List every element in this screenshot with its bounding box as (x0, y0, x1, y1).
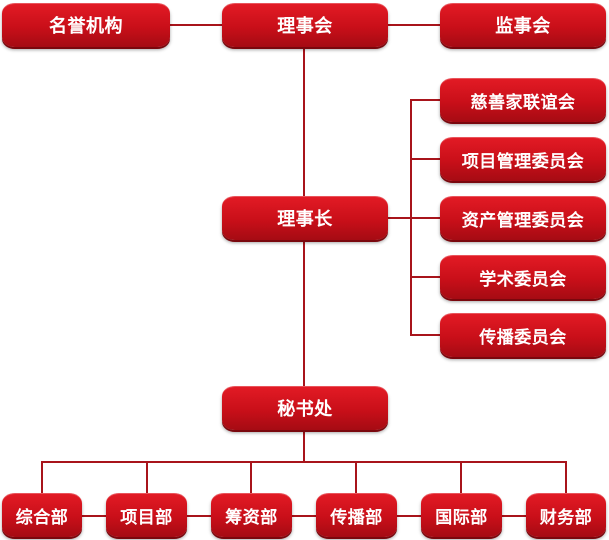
branch-academic (410, 276, 440, 278)
node-dept-fundraising: 筹资部 (211, 493, 292, 537)
node-dept-finance: 财务部 (526, 493, 606, 537)
connector-honorary-council (170, 24, 222, 26)
branch-communication (410, 334, 440, 336)
node-council: 理事会 (222, 3, 388, 47)
node-dept-general-affairs: 综合部 (2, 493, 82, 537)
dept-link-3-4 (292, 515, 316, 517)
node-dept-projects: 项目部 (106, 493, 187, 537)
node-honorary-institution: 名誉机构 (2, 3, 170, 47)
node-dept-communication: 传播部 (316, 493, 397, 537)
node-project-management-committee: 项目管理委员会 (440, 137, 606, 181)
dept-link-1-2 (82, 515, 106, 517)
branch-asset-mgmt (410, 217, 440, 219)
connector-chairman-secretariat (303, 240, 305, 386)
node-board-of-supervisors: 监事会 (440, 3, 606, 47)
connector-secretariat-departments (303, 430, 305, 462)
node-secretariat: 秘书处 (222, 386, 388, 430)
dept-link-5-6 (502, 515, 526, 517)
node-chairman: 理事长 (222, 196, 388, 240)
drop-dept-3 (250, 461, 252, 493)
node-academic-committee: 学术委员会 (440, 255, 606, 299)
drop-dept-2 (146, 461, 148, 493)
node-asset-management-committee: 资产管理委员会 (440, 196, 606, 240)
drop-dept-6 (565, 461, 567, 493)
department-bus (42, 461, 566, 463)
drop-dept-1 (41, 461, 43, 493)
connector-chairman-committees (388, 217, 412, 219)
drop-dept-5 (460, 461, 462, 493)
connector-council-chairman (303, 46, 305, 196)
connector-council-supervisors (388, 24, 440, 26)
dept-link-4-5 (397, 515, 421, 517)
drop-dept-4 (355, 461, 357, 493)
branch-project-mgmt (410, 158, 440, 160)
node-dept-international: 国际部 (421, 493, 502, 537)
branch-charity-alliance (410, 99, 440, 101)
node-charity-alliance: 慈善家联谊会 (440, 78, 606, 122)
node-communication-committee: 传播委员会 (440, 313, 606, 357)
dept-link-2-3 (187, 515, 211, 517)
